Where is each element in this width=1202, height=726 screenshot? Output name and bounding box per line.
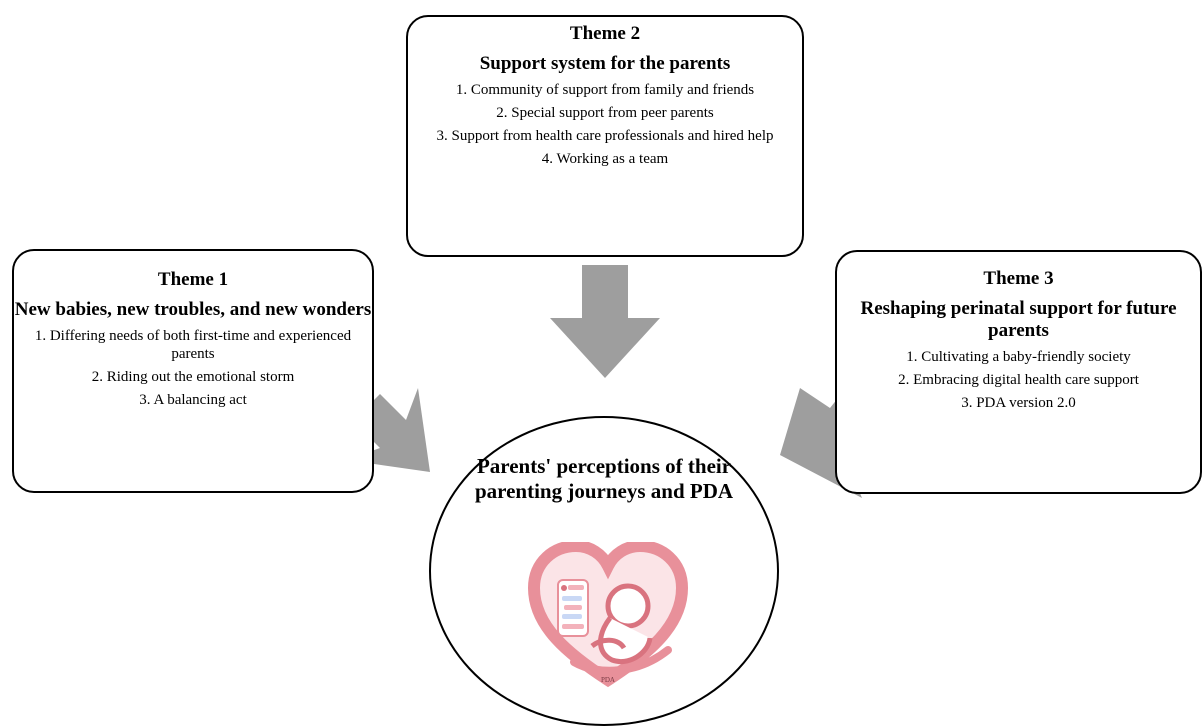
arrow-theme1-to-center <box>346 388 430 472</box>
theme1-label: Theme 1 <box>157 269 229 290</box>
theme2-box: Theme 2 Support system for the parents 1… <box>406 15 804 257</box>
theme2-item: 4. Working as a team <box>541 151 669 167</box>
theme2-title: Support system for the parents <box>479 53 731 74</box>
theme3-box: Theme 3 Reshaping perinatal support for … <box>835 250 1202 494</box>
theme1-title: New babies, new troubles, and new wonder… <box>14 299 372 320</box>
theme1-item: 3. A balancing act <box>139 392 247 408</box>
theme3-item: 1. Cultivating a baby-friendly society <box>906 349 1131 365</box>
theme2-item: 1. Community of support from family and … <box>455 82 755 98</box>
arrow-theme2-to-center <box>550 265 660 378</box>
theme1-item: 2. Riding out the emotional storm <box>91 369 295 385</box>
theme3-label: Theme 3 <box>983 268 1054 289</box>
center-title: Parents' perceptions of their parenting … <box>474 454 734 503</box>
theme2-label: Theme 2 <box>569 23 641 44</box>
theme1-item: 1. Differing needs of both first-time an… <box>34 328 352 362</box>
theme3-item: 3. PDA version 2.0 <box>961 395 1076 411</box>
theme3-item: 2. Embracing digital health care support <box>898 372 1139 388</box>
theme3-title: Reshaping perinatal support for future p… <box>860 298 1177 341</box>
theme1-box: Theme 1 New babies, new troubles, and ne… <box>12 249 374 493</box>
pda-logo-icon: PDA <box>528 542 688 688</box>
center-circle: Parents' perceptions of their parenting … <box>429 416 779 726</box>
theme2-item: 3. Support from health care professional… <box>436 128 774 144</box>
pda-logo-text: PDA <box>601 676 615 684</box>
theme2-item: 2. Special support from peer parents <box>496 105 714 121</box>
